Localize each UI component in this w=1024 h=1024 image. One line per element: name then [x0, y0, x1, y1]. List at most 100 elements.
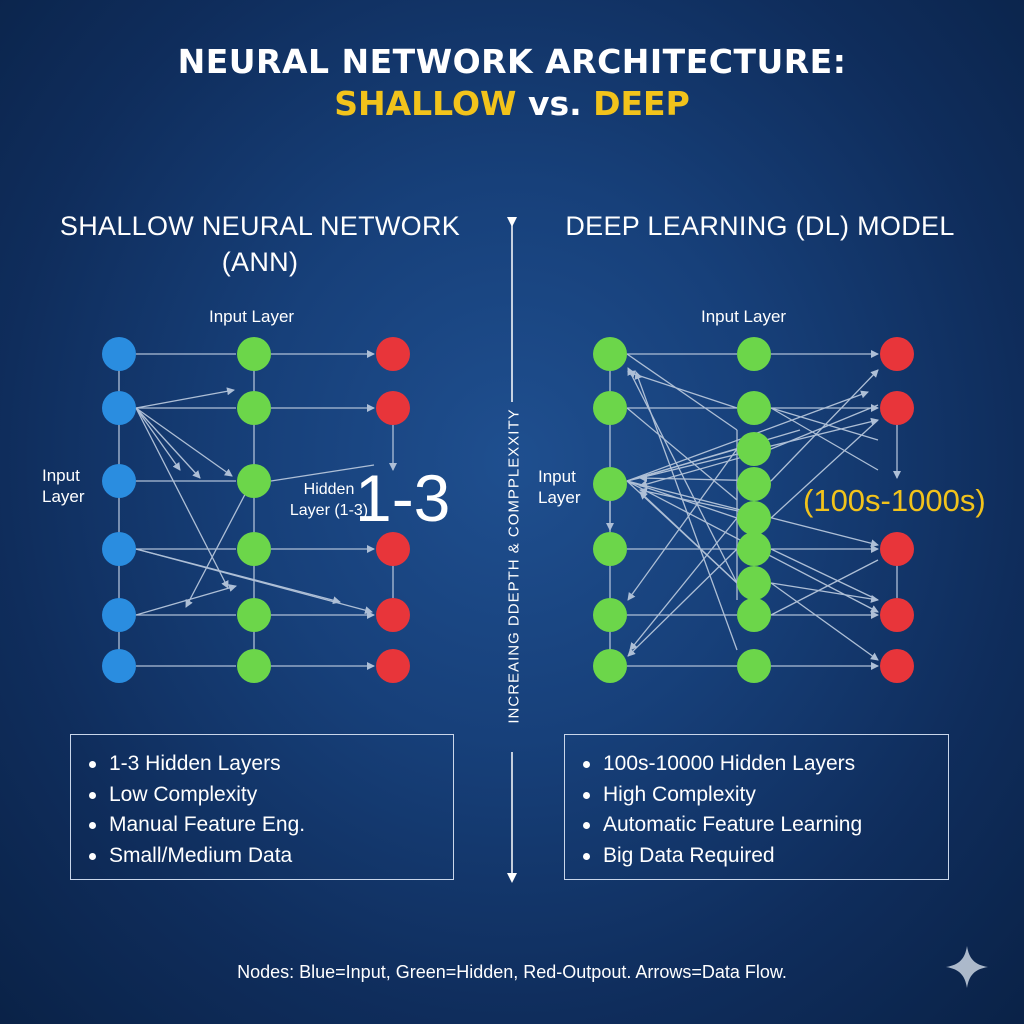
shallow-panel-title-line2: (ANN) [221, 247, 299, 277]
edge [626, 353, 738, 431]
deep-nodes [593, 337, 914, 683]
output-node [880, 337, 914, 371]
legend-caption: Nodes: Blue=Input, Green=Hidden, Red-Out… [237, 962, 787, 982]
list-item: Small/Medium Data [89, 841, 453, 872]
input-node [102, 532, 136, 566]
edge [770, 404, 879, 450]
shallow-hidden-label: Hidden Layer (1-3) [284, 479, 374, 521]
deep-layer-count: (100s-1000s) [803, 483, 986, 518]
hidden-node [237, 391, 271, 425]
shallow-layer-count: 1-3 [355, 461, 451, 535]
shallow-features-box: 1-3 Hidden Layers Low Complexity Manual … [70, 734, 454, 880]
list-item: 100s-10000 Hidden Layers [583, 749, 948, 780]
output-node [376, 391, 410, 425]
hidden-node [237, 598, 271, 632]
list-item: High Complexity [583, 780, 948, 811]
input-node [102, 337, 136, 371]
hidden-node [237, 337, 271, 371]
hidden-node [737, 432, 771, 466]
hidden-node [737, 566, 771, 600]
list-item: 1-3 Hidden Layers [89, 749, 453, 780]
hidden-node [593, 532, 627, 566]
hidden-node [237, 649, 271, 683]
shallow-hidden-label-line2: Layer (1-3) [289, 502, 369, 519]
hidden-node [737, 532, 771, 566]
edge [770, 548, 879, 601]
input-node [102, 598, 136, 632]
hidden-node [737, 337, 771, 371]
hidden-node [237, 532, 271, 566]
deep-side-label: Input Layer [538, 466, 581, 508]
edge [135, 407, 181, 471]
shallow-side-label: Input Layer [42, 465, 85, 507]
deep-panel-title: DEEP LEARNING (DL) MODEL [565, 211, 955, 241]
edge [639, 491, 738, 584]
deep-top-label: Input Layer [701, 307, 787, 326]
edge [770, 582, 879, 603]
hidden-node [593, 598, 627, 632]
hidden-node [593, 391, 627, 425]
output-node [376, 532, 410, 566]
shallow-panel-title: SHALLOW NEURAL NETWORK (ANN) [40, 208, 480, 280]
sparkle-icon [946, 946, 988, 988]
output-node [880, 649, 914, 683]
title-vs: vs. [516, 84, 594, 123]
output-node [880, 598, 914, 632]
hidden-node [737, 649, 771, 683]
shallow-hidden-label-line1: Hidden [303, 481, 355, 498]
input-node [102, 464, 136, 498]
shallow-side-label-line2: Layer [42, 487, 85, 506]
edge [627, 370, 738, 409]
output-node [376, 337, 410, 371]
hidden-node [737, 598, 771, 632]
hidden-node [593, 337, 627, 371]
edge [770, 407, 879, 471]
list-item: Automatic Feature Learning [583, 810, 948, 841]
edge [770, 369, 879, 482]
edge [626, 407, 738, 501]
list-item: Big Data Required [583, 841, 948, 872]
edge [629, 517, 738, 651]
edge [770, 559, 879, 616]
edge [135, 584, 237, 616]
output-node [880, 532, 914, 566]
edge [770, 407, 879, 441]
shallow-panel-title-line1: SHALLOW NEURAL NETWORK [59, 211, 461, 241]
edge [627, 548, 738, 657]
input-node [102, 391, 136, 425]
edge [135, 387, 235, 409]
deep-features-list: 100s-10000 Hidden Layers High Complexity… [583, 749, 948, 871]
hidden-node [737, 391, 771, 425]
output-node [880, 391, 914, 425]
divider-text: INCREAING DDEPTH & COMPPLEXXITY [505, 408, 523, 724]
edge [770, 419, 879, 519]
hidden-node [737, 467, 771, 501]
title-deep: DEEP [593, 84, 690, 123]
output-node [376, 649, 410, 683]
edge [185, 480, 253, 608]
title-shallow: SHALLOW [334, 84, 517, 123]
edge [770, 582, 879, 661]
edge [627, 367, 738, 584]
deep-features-box: 100s-10000 Hidden Layers High Complexity… [564, 734, 949, 880]
edge [634, 371, 738, 651]
shallow-side-label-line1: Input [42, 466, 80, 485]
edge [270, 464, 375, 482]
hidden-node [593, 649, 627, 683]
edge [135, 548, 341, 605]
output-node [376, 598, 410, 632]
edge [627, 448, 738, 601]
edge [135, 407, 233, 477]
hidden-node [593, 467, 627, 501]
shallow-nodes [102, 337, 410, 683]
input-node [102, 649, 136, 683]
shallow-features-list: 1-3 Hidden Layers Low Complexity Manual … [89, 749, 453, 871]
main-title-line1: NEURAL NETWORK ARCHITECTURE: [177, 42, 847, 81]
hidden-node [237, 464, 271, 498]
main-title-line2: SHALLOW vs. DEEP [0, 84, 1024, 123]
deep-side-label-line1: Input [538, 467, 576, 486]
list-item: Manual Feature Eng. [89, 810, 453, 841]
edge [135, 407, 201, 479]
list-item: Low Complexity [89, 780, 453, 811]
